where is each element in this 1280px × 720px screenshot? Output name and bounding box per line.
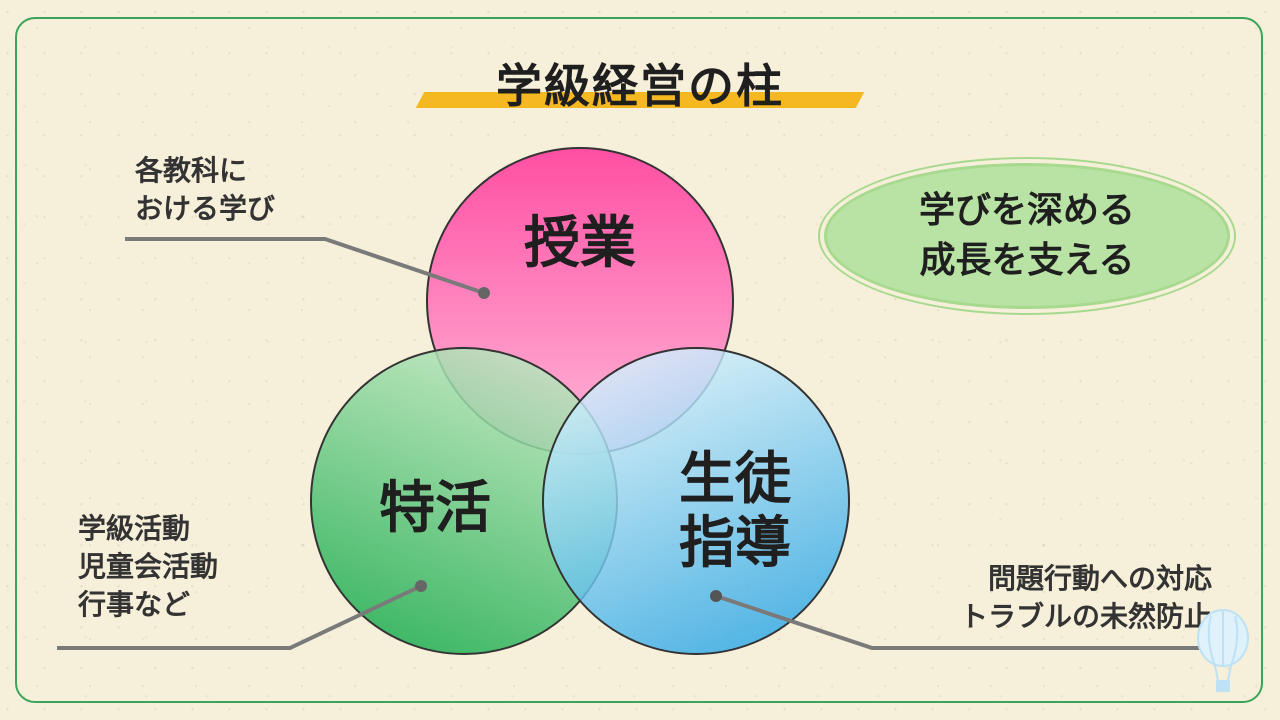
leader-dot-top — [478, 287, 490, 299]
label-tokkatsu: 特活 — [379, 476, 491, 541]
slide-frame — [15, 17, 1263, 703]
leader-line-top — [125, 237, 485, 295]
note-bottom-left: 学級活動 児童会活動 行事など — [78, 512, 219, 621]
hot-air-balloon-icon — [1193, 608, 1253, 702]
leader-dot-left — [415, 580, 427, 592]
page-title: 学級経営の柱 — [496, 59, 784, 113]
summary-bubble-text: 学びを深める 成長を支える — [918, 189, 1135, 281]
label-jugyo: 授業 — [524, 211, 636, 276]
circle-seito-shido — [542, 347, 850, 655]
note-bottom-right: 問題行動への対応 トラブルの未然防止 — [959, 562, 1212, 633]
title-block: 学級経営の柱 — [415, 48, 865, 114]
leader-dot-right — [710, 590, 722, 602]
leader-line-left — [57, 584, 422, 650]
summary-bubble: 学びを深める 成長を支える — [824, 163, 1230, 309]
leader-line-right — [715, 594, 1212, 650]
label-seito-shido: 生徒 指導 — [679, 447, 791, 577]
note-top-left: 各教科に おける学び — [135, 154, 276, 225]
